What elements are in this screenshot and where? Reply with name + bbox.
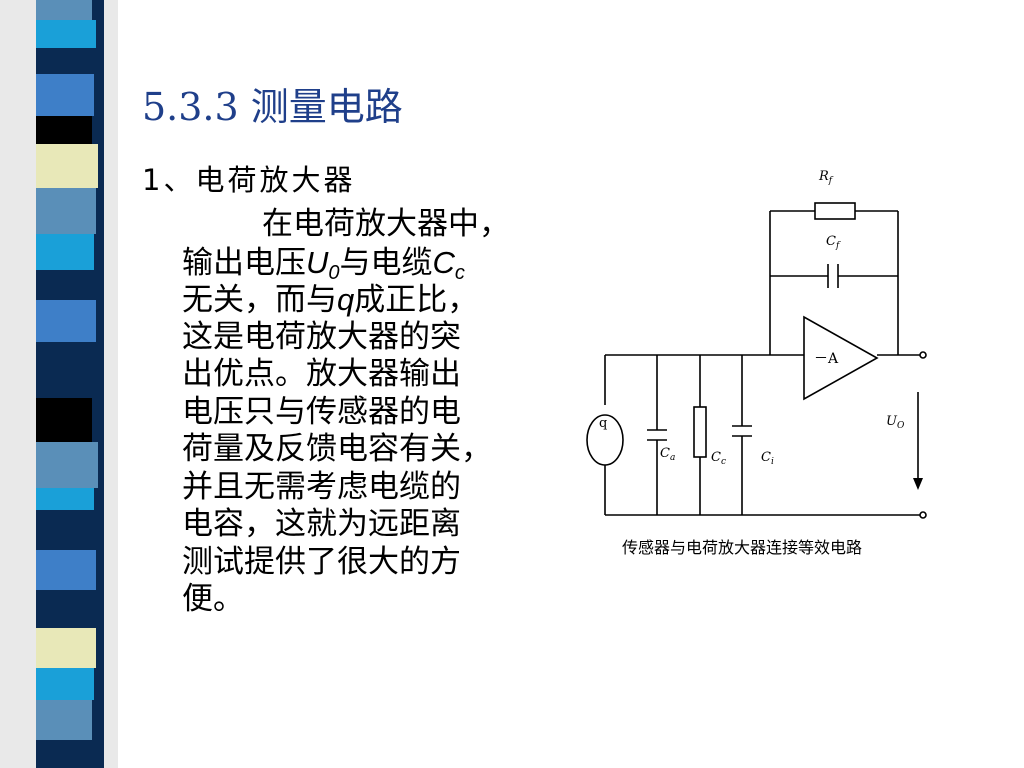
body-text: 在电荷放大器中， 输出电压U0与电缆Cc 无关，而与q成正比， 这是电荷放大器的… bbox=[182, 206, 562, 619]
label-source: q bbox=[599, 416, 607, 431]
decorative-stripe bbox=[0, 0, 118, 768]
text-fragment: 与电缆 bbox=[339, 244, 433, 281]
label-cf: Cf bbox=[826, 234, 841, 251]
text-fragment: 输出电压 bbox=[182, 244, 306, 281]
body-line: 输出电压U0与电缆Cc bbox=[182, 244, 562, 284]
body-line: 并且无需考虑电缆的 bbox=[182, 468, 461, 505]
label-uo: UO bbox=[886, 414, 905, 431]
amplifier-triangle bbox=[803, 315, 879, 401]
body-line: 便。 bbox=[182, 581, 244, 617]
charge-amplifier-circuit: Rf Cf Ca Cc Ci UO －A q bbox=[586, 169, 927, 519]
body-line: 电容，这就为远距离 bbox=[182, 506, 461, 542]
label-amp: －A bbox=[814, 351, 839, 367]
body-line: 荷量及反馈电容有关， bbox=[182, 431, 492, 467]
text-fragment: 无关，而与 bbox=[182, 282, 337, 318]
label-ca: Ca bbox=[660, 446, 675, 463]
resistor-cable bbox=[693, 406, 707, 458]
body-line: 测试提供了很大的方 bbox=[182, 543, 461, 580]
label-ci: Ci bbox=[761, 450, 774, 467]
label-rf: Rf bbox=[818, 169, 834, 186]
body-line: 出优点。放大器输出 bbox=[182, 356, 461, 392]
resistor-rf bbox=[814, 202, 856, 220]
symbol-u0: U0 bbox=[306, 244, 340, 284]
section-heading: 1、电荷放大器 bbox=[142, 163, 356, 197]
body-line: 电压只与传感器的电 bbox=[182, 393, 461, 430]
text-fragment: 成正比， bbox=[354, 282, 479, 318]
body-line: 这是电荷放大器的突 bbox=[182, 318, 461, 355]
label-cc: Cc bbox=[711, 450, 726, 467]
body-line: 在电荷放大器中， bbox=[262, 206, 510, 242]
figure-caption: 传感器与电荷放大器连接等效电路 bbox=[622, 538, 863, 557]
slide-title: 5.3.3 测量电路 bbox=[142, 85, 403, 129]
symbol-cc: Cc bbox=[432, 244, 465, 284]
symbol-q: q bbox=[337, 282, 355, 317]
body-line: 无关，而与q成正比， bbox=[182, 281, 562, 319]
